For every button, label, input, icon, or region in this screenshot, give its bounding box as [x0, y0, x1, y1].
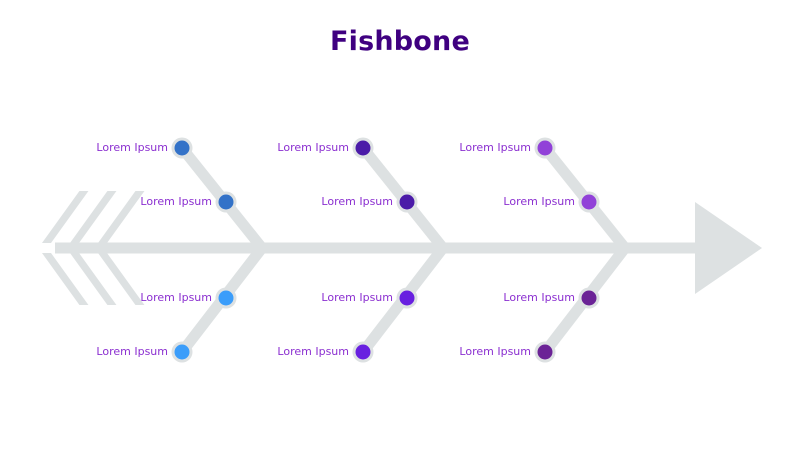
branch-bottom-3-label-1: Lorem Ipsum: [503, 291, 575, 304]
tail-feather-top-stroke-3: [98, 191, 145, 243]
tail-feather-top-2: [70, 191, 117, 243]
branch-bottom-3-node-2[interactable]: [534, 341, 556, 363]
branch-bottom-1-label-1: Lorem Ipsum: [140, 291, 212, 304]
branch-top-3-node-2[interactable]: [578, 191, 600, 213]
branch-bottom-2-node-dot-1[interactable]: [399, 290, 415, 306]
tail-feather-bottom-stroke-1: [42, 253, 89, 305]
branch-top-3-label-2: Lorem Ipsum: [503, 195, 575, 208]
tail-feather-top-1: [42, 191, 89, 243]
tail-feather-bottom-stroke-3: [98, 253, 145, 305]
branch-top-1-node-dot-1[interactable]: [174, 140, 190, 156]
branch-bottom-2-node-2[interactable]: [352, 341, 374, 363]
branch-top-1-node-1[interactable]: [171, 137, 193, 159]
branch-top-2-node-dot-1[interactable]: [355, 140, 371, 156]
branch-bottom-1-label-2: Lorem Ipsum: [96, 345, 168, 358]
branch-bottom-3-node-1[interactable]: [578, 287, 600, 309]
tail-feather-bottom-1: [42, 253, 89, 305]
branch-top-1-node-dot-2[interactable]: [218, 194, 234, 210]
branch-top-3-label-1: Lorem Ipsum: [459, 141, 531, 154]
branch-bottom-2-node-1[interactable]: [396, 287, 418, 309]
arrow-head-icon: [695, 202, 762, 294]
tail-feather-top-stroke-1: [42, 191, 89, 243]
branch-top-2-node-1[interactable]: [352, 137, 374, 159]
branch-top-3-node-dot-2[interactable]: [581, 194, 597, 210]
branch-top-2-label-2: Lorem Ipsum: [321, 195, 393, 208]
spine-line: [55, 242, 700, 254]
branch-bottom-2-node-dot-2[interactable]: [355, 344, 371, 360]
branch-bottom-2-label-1: Lorem Ipsum: [321, 291, 393, 304]
branch-bottom-3-label-2: Lorem Ipsum: [459, 345, 531, 358]
branch-bottom-3-node-dot-2[interactable]: [537, 344, 553, 360]
tail-feather-top-3: [98, 191, 145, 243]
branch-bottom-2-label-2: Lorem Ipsum: [277, 345, 349, 358]
branch-top-3-node-1[interactable]: [534, 137, 556, 159]
tail-feather-bottom-2: [70, 253, 117, 305]
branch-top-2-node-2[interactable]: [396, 191, 418, 213]
branch-top-2-node-dot-2[interactable]: [399, 194, 415, 210]
branch-top-2-label-1: Lorem Ipsum: [277, 141, 349, 154]
branch-bottom-1-node-dot-2[interactable]: [174, 344, 190, 360]
branch-nodes-group: [171, 137, 600, 363]
branch-bottom-1-node-dot-1[interactable]: [218, 290, 234, 306]
branch-top-3-node-dot-1[interactable]: [537, 140, 553, 156]
branch-top-1-label-2: Lorem Ipsum: [140, 195, 212, 208]
tail-feather-bottom-3: [98, 253, 145, 305]
branch-top-1-label-1: Lorem Ipsum: [96, 141, 168, 154]
tail-feather-bottom-stroke-2: [70, 253, 117, 305]
page-title: Fishbone: [329, 26, 470, 57]
branch-bottom-1-node-2[interactable]: [171, 341, 193, 363]
branch-bottom-1-node-1[interactable]: [215, 287, 237, 309]
skeleton-group: [42, 191, 762, 305]
tail-feather-top-stroke-2: [70, 191, 117, 243]
branch-bottom-3-node-dot-1[interactable]: [581, 290, 597, 306]
branch-top-1-node-2[interactable]: [215, 191, 237, 213]
